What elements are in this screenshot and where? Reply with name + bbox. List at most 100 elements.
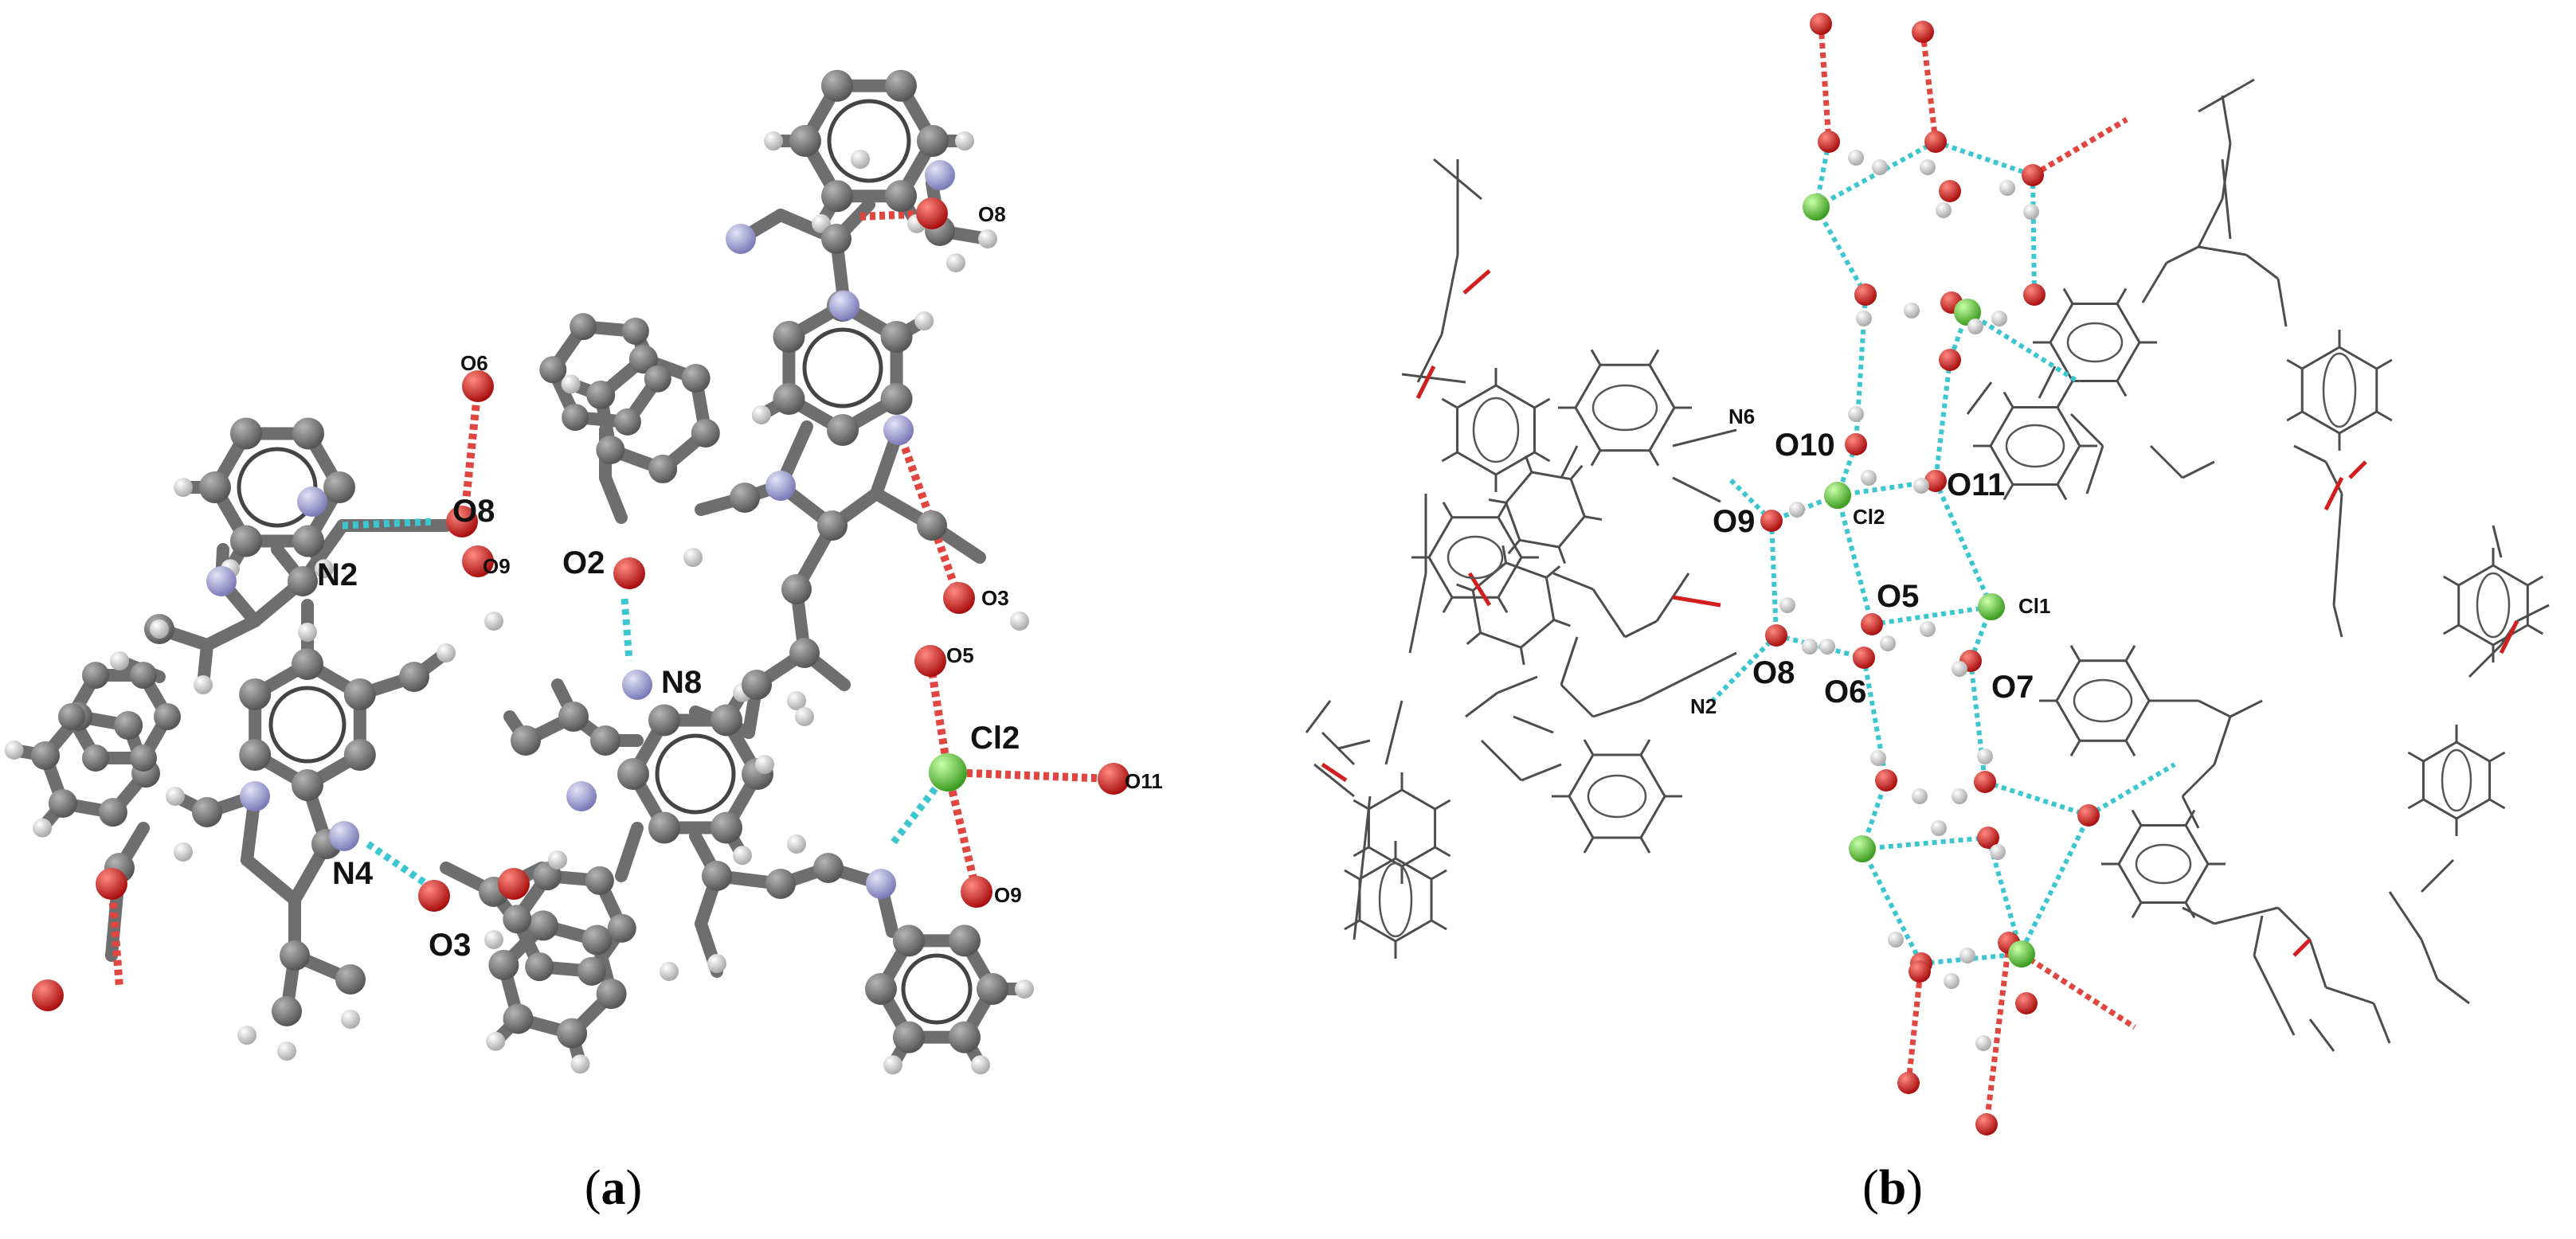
hydrogen-bond <box>1862 835 1989 851</box>
hydrogen-atom <box>174 842 193 862</box>
hydrogen-atom <box>707 954 726 973</box>
nitrogen-atom <box>765 471 796 501</box>
wire-bond <box>1639 754 1666 797</box>
label-a-n2: N2 <box>317 557 358 592</box>
hydrogen-atom <box>484 612 503 631</box>
wire-bond <box>1624 620 1658 639</box>
carbon-atom <box>527 910 558 941</box>
wire-bond <box>1344 919 1360 931</box>
label-b-o10: O10 <box>1775 428 1835 463</box>
hydrogen-bond <box>1935 139 2034 178</box>
carbon-atom <box>98 798 127 827</box>
carbon-atom <box>607 913 636 943</box>
carbon-atom <box>977 973 1008 1005</box>
red-contact <box>108 883 123 988</box>
wire-bond <box>2085 445 2104 494</box>
carbon-atom <box>742 670 772 700</box>
carbon-atom <box>702 861 732 891</box>
wire-bond <box>1495 451 1536 476</box>
wire-bond <box>2286 358 2303 370</box>
carbon-atom <box>511 725 541 756</box>
panel-a-aromatic-rings <box>237 99 973 1025</box>
wire-bond <box>1505 561 1547 579</box>
wire-oxygen-bond <box>2323 476 2344 511</box>
wire-bond <box>1639 739 1651 756</box>
hydrogen-bond <box>1984 780 2089 818</box>
carbon-atom <box>488 949 519 980</box>
wire-bond <box>2038 365 2057 399</box>
wire-bond <box>2056 406 2081 447</box>
wire-bond <box>1519 538 1560 549</box>
label-b-o8: O8 <box>1752 655 1795 690</box>
hydrogen-bond <box>1871 604 1992 627</box>
bond <box>241 854 301 906</box>
wire-oxygen-bond <box>2292 938 2312 957</box>
hydrogen-atom <box>150 620 169 639</box>
caption-a: (a) <box>585 1161 642 1215</box>
wire-bond <box>2422 798 2457 820</box>
nitrogen-atom <box>829 291 859 321</box>
label-b-o6: O6 <box>1824 674 1866 709</box>
hydrogen-atom <box>484 930 503 949</box>
carbon-atom <box>827 414 859 446</box>
oxygen-atom <box>1760 510 1783 532</box>
hydrogen-bond <box>1814 205 1868 296</box>
label-b-cl1: Cl1 <box>2018 594 2050 618</box>
red-contact <box>2031 116 2128 178</box>
carbon-atom <box>272 996 302 1026</box>
wire-bond <box>1648 349 1660 366</box>
wire-bond <box>2124 740 2136 757</box>
hydrogen-atom <box>971 1055 990 1075</box>
carbon-atom <box>199 471 231 503</box>
wire-bond <box>1584 515 1603 521</box>
hydrogen-atom <box>298 623 317 642</box>
carbon-atom <box>30 741 60 770</box>
wire-bond <box>1545 565 1561 579</box>
hydrogen-atom <box>1952 788 1967 804</box>
wire-bond <box>1442 501 1454 518</box>
wire-bond <box>1440 254 1459 335</box>
wire-oxygen-bond <box>2348 460 2367 479</box>
wire-bond <box>1505 502 1521 541</box>
wire-bond <box>2468 643 2503 678</box>
carbon-atom <box>585 866 614 895</box>
wire-bond <box>1466 631 1482 646</box>
carbon-atom <box>343 678 376 710</box>
hydrogen-atom <box>166 787 185 806</box>
red-contact <box>462 385 482 502</box>
wire-bond <box>2117 824 2143 865</box>
hydrogen-atom <box>1848 150 1864 166</box>
wire-bond <box>2457 623 2494 647</box>
wire-bond <box>2527 575 2544 587</box>
hydrogen-bond <box>621 598 633 662</box>
hydrogen-atom <box>751 405 771 424</box>
oxygen-atom <box>1853 647 1875 669</box>
wire-bond <box>2069 412 2104 448</box>
wire-bond <box>2182 906 2215 925</box>
wire-bond <box>2245 253 2279 280</box>
wire-bond <box>1672 476 1721 503</box>
wire-bond <box>1560 683 1595 718</box>
hydrogen-atom <box>683 548 703 567</box>
panel-b-wireframe-molecules <box>1305 78 2550 1052</box>
wire-oxygen-bond <box>1415 365 1436 400</box>
oxygen-atom <box>961 876 992 908</box>
wire-bond <box>1401 373 1466 384</box>
hydrogen-bond <box>2030 174 2037 295</box>
oxygen-atom <box>498 868 530 900</box>
panel-b-red-contacts <box>1818 23 2136 1125</box>
wire-bond <box>1313 763 1355 798</box>
wire-oxygen-bond <box>1462 269 1491 295</box>
chlorine-atom <box>1824 482 1851 509</box>
wire-bond <box>2184 824 2210 865</box>
hydrogen-bond <box>2021 819 2089 949</box>
wire-bond <box>2116 303 2141 343</box>
wire-bond <box>2527 623 2544 635</box>
label-b-n2: N2 <box>1690 694 1717 718</box>
wire-bond <box>2131 809 2143 827</box>
hydrogen-bond <box>1769 520 1779 636</box>
nitrogen-atom <box>297 487 327 517</box>
wire-bond <box>1648 449 1660 467</box>
wire-bond <box>1544 577 1556 620</box>
carbon-atom <box>343 739 376 771</box>
